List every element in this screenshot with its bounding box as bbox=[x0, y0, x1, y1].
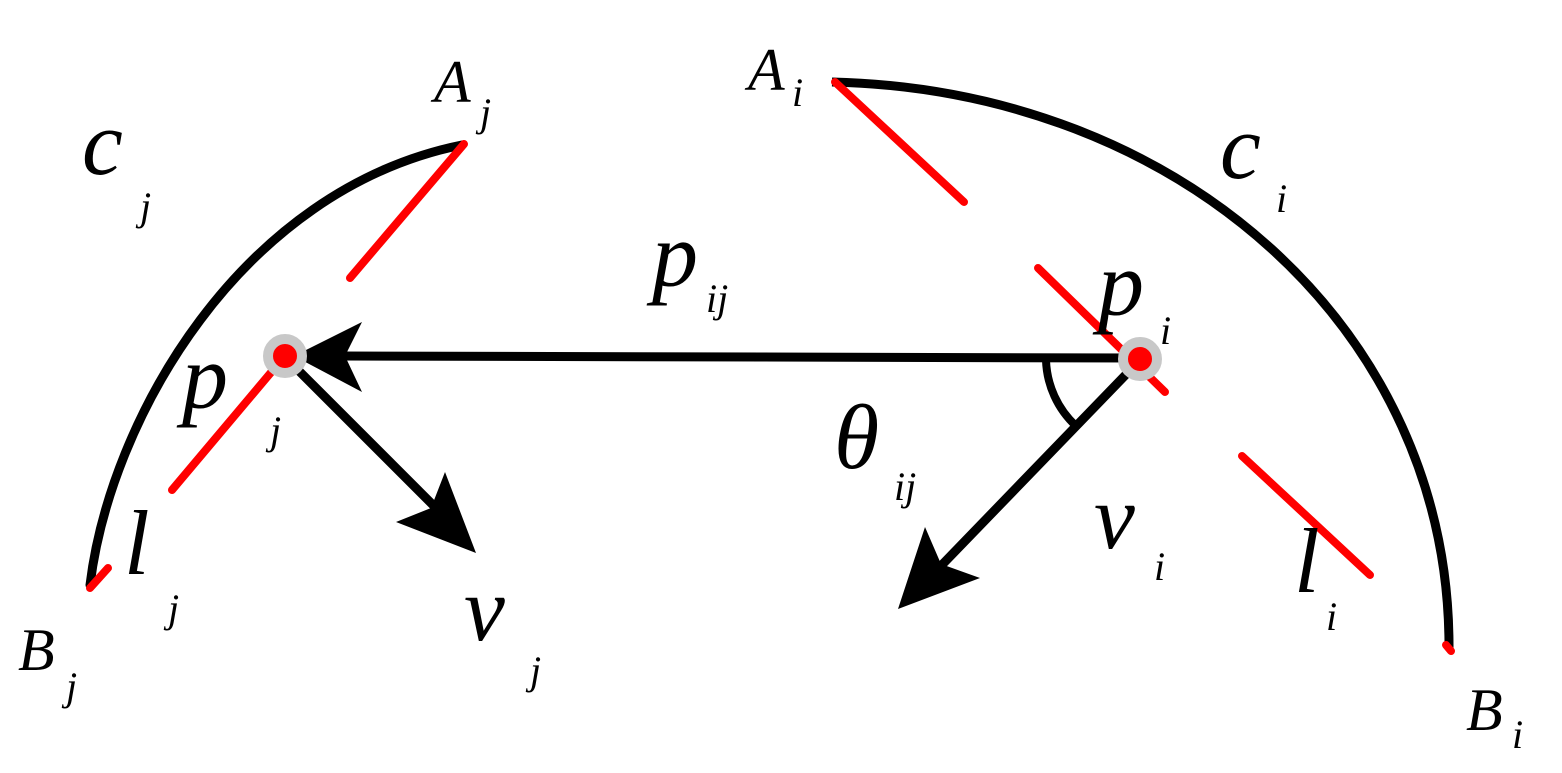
vector-v-j bbox=[282, 354, 476, 553]
label-l-j: l j bbox=[124, 492, 179, 631]
svg-text:p: p bbox=[646, 204, 698, 306]
svg-text:l: l bbox=[1294, 510, 1320, 612]
svg-text:ij: ij bbox=[894, 464, 916, 509]
label-p-ij: p ij bbox=[646, 204, 728, 321]
vector-v-i bbox=[898, 356, 1144, 609]
curve-c-i bbox=[831, 77, 1454, 649]
svg-text:ij: ij bbox=[706, 276, 728, 321]
svg-text:i: i bbox=[1160, 308, 1171, 353]
label-b-j: B j bbox=[18, 617, 77, 709]
svg-text:j: j bbox=[525, 648, 541, 693]
svg-text:l: l bbox=[124, 492, 150, 594]
svg-text:i: i bbox=[1326, 594, 1337, 639]
svg-text:p: p bbox=[176, 326, 228, 428]
svg-text:i: i bbox=[1276, 176, 1287, 221]
svg-text:i: i bbox=[1512, 712, 1523, 757]
arrowhead-v-i bbox=[898, 527, 980, 609]
svg-text:B: B bbox=[18, 617, 55, 683]
angle-arc-theta-ij bbox=[1042, 359, 1079, 429]
point-p-i bbox=[1118, 337, 1162, 381]
point-p-j bbox=[263, 334, 307, 378]
label-c-i: c i bbox=[1220, 96, 1287, 221]
label-a-j: A j bbox=[430, 49, 491, 135]
segment-l-j bbox=[86, 140, 468, 592]
label-a-i: A i bbox=[744, 37, 803, 115]
svg-text:A: A bbox=[744, 37, 785, 103]
svg-text:B: B bbox=[1466, 677, 1503, 743]
svg-text:θ: θ bbox=[834, 386, 879, 488]
svg-text:j: j bbox=[265, 408, 281, 453]
label-theta-ij: θ ij bbox=[834, 386, 916, 509]
label-l-i: l i bbox=[1294, 510, 1337, 639]
svg-text:j: j bbox=[163, 586, 179, 631]
svg-text:j: j bbox=[475, 90, 491, 135]
vector-p-ij bbox=[294, 322, 1141, 392]
svg-text:A: A bbox=[430, 49, 471, 115]
label-v-i: v i bbox=[1094, 466, 1165, 589]
arrowhead-p-ij bbox=[294, 322, 362, 392]
label-c-j: c j bbox=[82, 92, 151, 229]
svg-text:i: i bbox=[1154, 544, 1165, 589]
label-p-j: p j bbox=[176, 326, 281, 453]
svg-text:c: c bbox=[82, 92, 123, 194]
label-v-j: v j bbox=[464, 558, 541, 693]
svg-text:i: i bbox=[792, 70, 803, 115]
curve-c-j bbox=[85, 140, 467, 590]
label-p-i: p i bbox=[1092, 233, 1171, 353]
svg-text:j: j bbox=[61, 664, 77, 709]
svg-text:p: p bbox=[1092, 233, 1144, 335]
label-b-i: B i bbox=[1466, 677, 1523, 757]
svg-text:v: v bbox=[1094, 466, 1135, 568]
svg-text:c: c bbox=[1220, 96, 1261, 198]
arrowhead-v-j bbox=[396, 472, 476, 553]
svg-text:j: j bbox=[135, 184, 151, 229]
svg-text:v: v bbox=[464, 558, 505, 660]
